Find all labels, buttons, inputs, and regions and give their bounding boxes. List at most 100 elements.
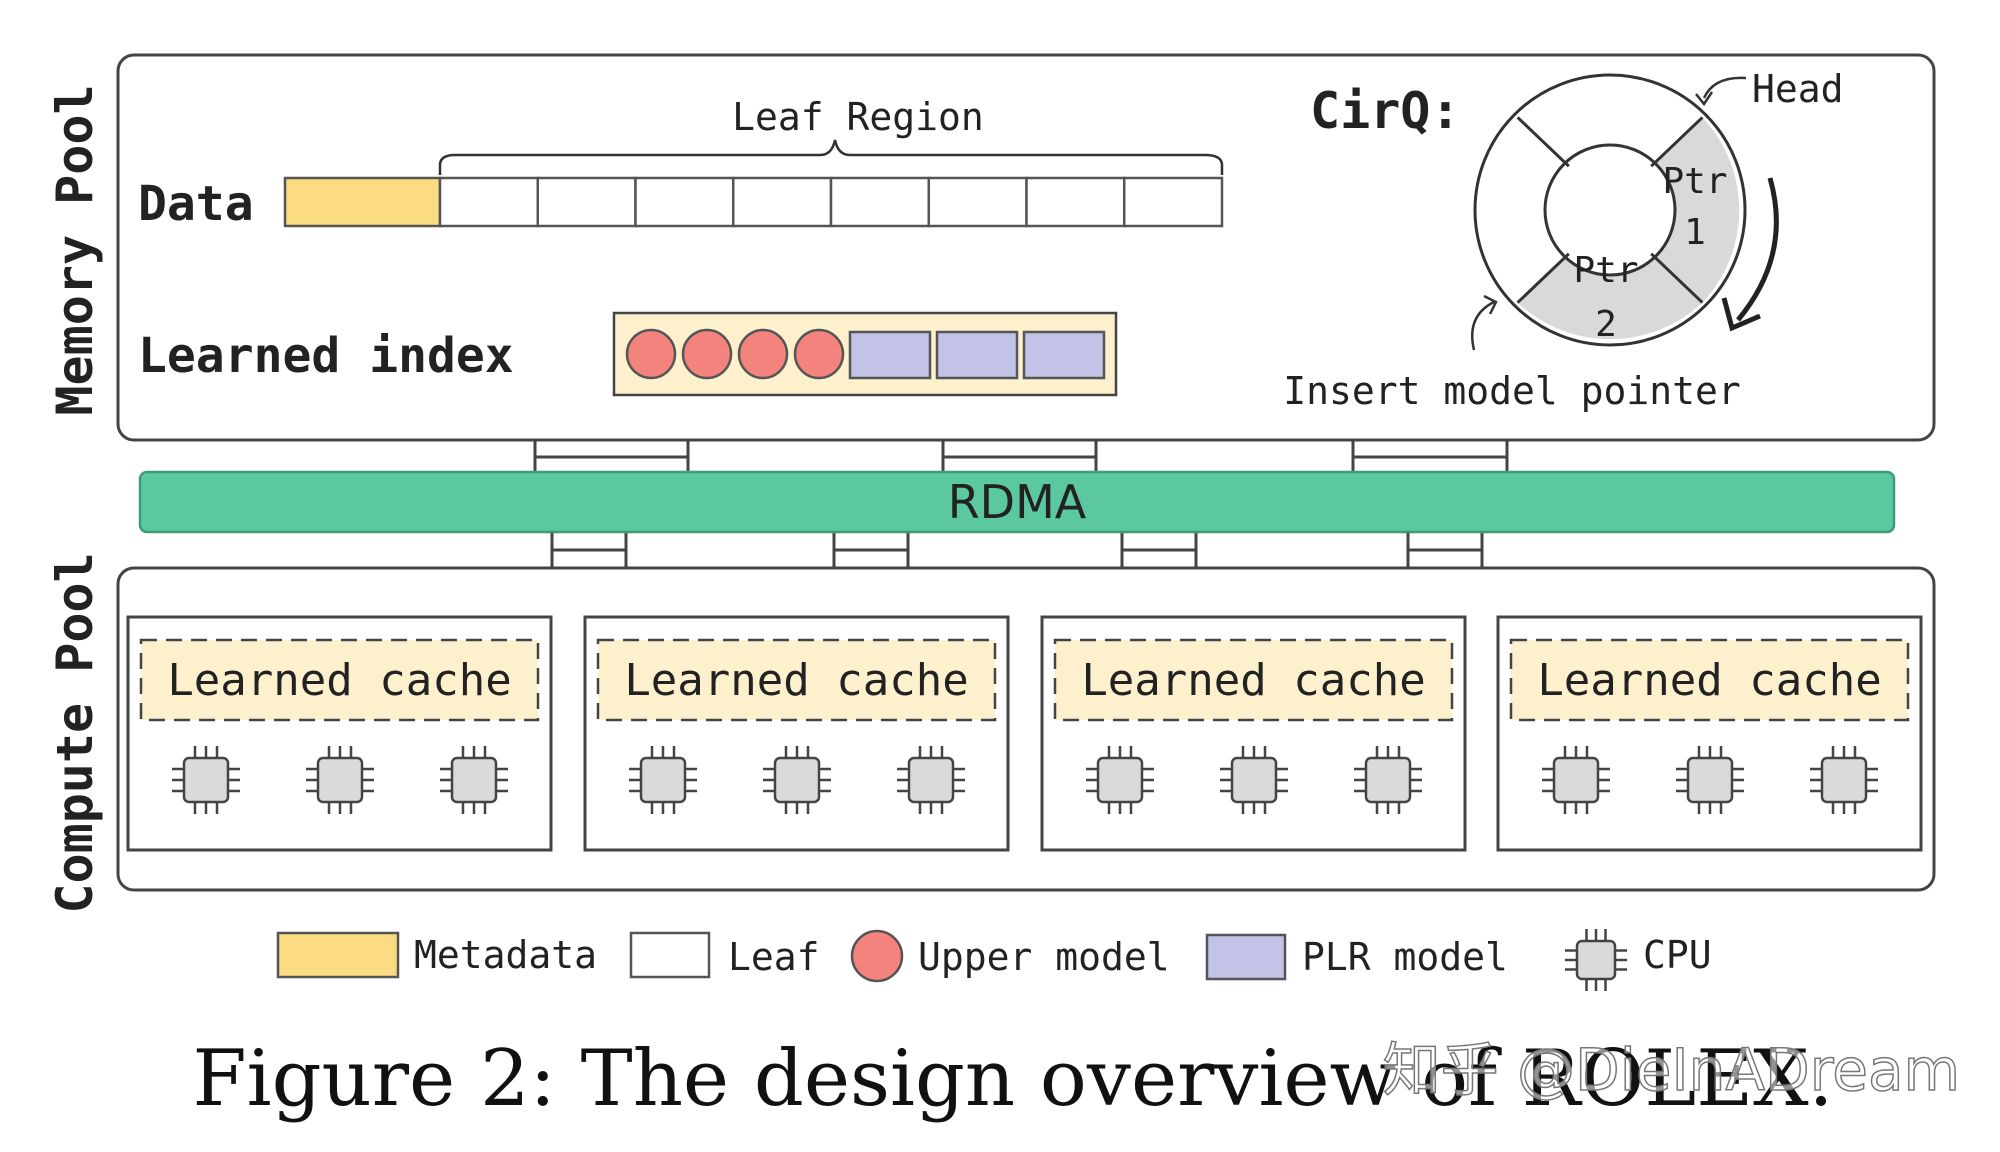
- cpu-icon: [1676, 746, 1744, 814]
- cpu-icon: [1810, 746, 1878, 814]
- cpu-chip: [450, 756, 498, 804]
- ptr2-label: Ptr: [1573, 250, 1638, 291]
- queue-slot-ptr2: [1517, 253, 1703, 340]
- legend-leaf-swatch: [629, 931, 711, 979]
- cpu-chip: [182, 756, 230, 804]
- legend-plr-model-label: PLR model: [1302, 935, 1508, 979]
- leaf-cell: [927, 176, 1028, 228]
- leaf-region-cells: [438, 176, 1224, 228]
- insert-arrowhead: [1483, 294, 1498, 315]
- rdma-label: RDMA: [948, 475, 1087, 529]
- upper-models: [625, 328, 845, 380]
- leaf-region-brace: [438, 139, 1224, 175]
- plr-model-rect: [1022, 330, 1106, 380]
- leaf-cell: [732, 176, 833, 228]
- learned-cache-box: [596, 638, 997, 722]
- cpu-chip: [907, 756, 955, 804]
- memory-pool-side-label: Memory Pool: [46, 84, 104, 415]
- queue-slot-ptr1: [1651, 117, 1740, 303]
- memory-pool-box: [116, 53, 1936, 442]
- queue-divider: [1516, 116, 1570, 168]
- upper-model-circle: [737, 328, 789, 380]
- watermark: 知乎 @DieInADream: [1383, 1036, 1960, 1104]
- learned-cache-box: [1053, 638, 1454, 722]
- insert-pointer-arrow: [1471, 300, 1495, 351]
- queue-divider: [1650, 116, 1704, 168]
- ptr1-number: 1: [1684, 212, 1706, 253]
- learned-cache-label: Learned cache: [1081, 655, 1425, 706]
- legend-metadata-swatch: [276, 931, 400, 979]
- queue-inner-ring: [1543, 143, 1677, 277]
- compute-node: Learned cache: [583, 615, 1010, 852]
- insert-model-pointer-label: Insert model pointer: [1283, 369, 1741, 413]
- cpu-chip: [639, 756, 687, 804]
- legend-leaf-label: Leaf: [728, 935, 820, 979]
- compute-pool-side-label: Compute Pool: [46, 552, 104, 913]
- learned-cache-label: Learned cache: [624, 655, 968, 706]
- legend-upper-model-swatch: [850, 929, 904, 983]
- cpu-chip: [773, 756, 821, 804]
- compute-node: Learned cache: [126, 615, 553, 852]
- legend-plr-model-swatch: [1205, 933, 1287, 981]
- rotation-arrowhead: [1721, 297, 1761, 332]
- queue-divider: [1650, 252, 1704, 304]
- rdma-bus: [138, 470, 1896, 534]
- leaf-cell: [634, 176, 735, 228]
- leaf-cell: [438, 176, 539, 228]
- compute-pool-box: [116, 566, 1936, 892]
- legend: Metadata Leaf Upper model PLR model CPU: [276, 929, 1712, 991]
- legend-cpu-icon: [1565, 929, 1627, 991]
- cpu-icon: [897, 746, 965, 814]
- leaf-cell: [1123, 176, 1224, 228]
- cpu-chip: [1230, 756, 1278, 804]
- leaf-cell: [536, 176, 637, 228]
- cpu-icon: [1565, 929, 1627, 991]
- legend-cpu-label: CPU: [1643, 933, 1712, 977]
- cpu-icon: [763, 746, 831, 814]
- plr-model-rect: [935, 330, 1019, 380]
- cirq-title: CirQ:: [1310, 82, 1461, 140]
- cpu-chip: [1364, 756, 1412, 804]
- cpu-icon: [1220, 746, 1288, 814]
- plr-model-rect: [848, 330, 932, 380]
- head-arrowhead: [1695, 91, 1714, 107]
- learned-cache-box: [1509, 638, 1910, 722]
- cpu-icon: [172, 746, 240, 814]
- cpu-chip: [1820, 756, 1868, 804]
- learned-cache-label: Learned cache: [167, 655, 511, 706]
- leaf-region-label: Leaf Region: [732, 95, 984, 139]
- plr-models: [848, 330, 1106, 380]
- circular-queue: [1473, 73, 1747, 347]
- cpu-icon: [1354, 746, 1422, 814]
- cpu-icon: [1542, 746, 1610, 814]
- learned-index-label: Learned index: [138, 328, 514, 384]
- learned-cache-box: [139, 638, 540, 722]
- cpu-chip: [1096, 756, 1144, 804]
- rdma-connectors: [533, 440, 1509, 568]
- leaf-cell: [1025, 176, 1126, 228]
- cpu-chip: [1552, 756, 1600, 804]
- cpu-chip: [316, 756, 364, 804]
- cpu-chip: [1686, 756, 1734, 804]
- compute-node: Learned cache: [1040, 615, 1467, 852]
- ptr2-number: 2: [1595, 304, 1617, 345]
- upper-model-circle: [681, 328, 733, 380]
- compute-node: Learned cache: [1496, 615, 1923, 852]
- compute-nodes: Learned cache Learned cache Learned cache L…: [126, 615, 1923, 852]
- upper-model-circle: [793, 328, 845, 380]
- cpu-icon: [306, 746, 374, 814]
- leaf-cell: [829, 176, 930, 228]
- queue-divider: [1516, 252, 1570, 304]
- cpu-chip: [1575, 939, 1617, 981]
- data-label: Data: [138, 176, 254, 232]
- cpu-icon: [1086, 746, 1154, 814]
- metadata-block: [283, 176, 442, 228]
- cpu-icon: [440, 746, 508, 814]
- head-label: Head: [1752, 67, 1844, 111]
- ptr1-label: Ptr: [1662, 161, 1727, 202]
- learned-cache-label: Learned cache: [1537, 655, 1881, 706]
- queue-outer-ring: [1473, 73, 1747, 347]
- cpu-icon: [629, 746, 697, 814]
